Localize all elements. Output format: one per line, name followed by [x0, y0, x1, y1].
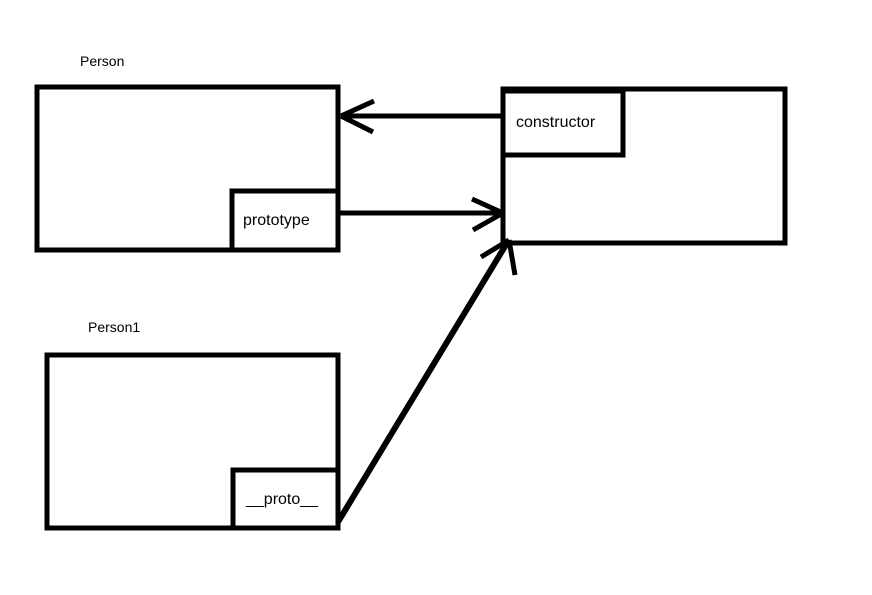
person1-proto-slot-label: __proto__	[246, 491, 319, 508]
edge-prototype-to-prototype-object-arrowhead-upper	[470, 196, 505, 216]
edge-constructor-to-person-arrowhead-lower	[339, 113, 375, 135]
edge-prototype-to-prototype-object-arrowhead-lower	[471, 210, 505, 233]
prototype-object-box-outline	[500, 86, 788, 246]
person1-proto-slot-outline[interactable]	[230, 467, 341, 531]
edge-proto-to-prototype-object-line	[335, 241, 510, 524]
person-object-title: Person	[80, 53, 125, 69]
person-prototype-slot-outline[interactable]	[229, 188, 341, 253]
person-box-outline	[34, 84, 341, 253]
node-person1[interactable]	[44, 352, 341, 531]
prototype-object-constructor-slot-outline[interactable]	[500, 88, 626, 158]
person-prototype-slot-label: prototype	[243, 212, 310, 229]
prototype-object-constructor-slot-label: constructor	[516, 114, 596, 131]
node-person[interactable]	[34, 84, 341, 253]
node-prototype-object[interactable]	[500, 86, 788, 246]
edge-constructor-to-person-arrowhead-upper	[339, 98, 376, 119]
person1-box-outline	[44, 352, 341, 531]
edge-proto-to-prototype-object-arrowhead-right	[506, 239, 518, 276]
edge-proto-to-prototype-object-arrowhead-left	[479, 237, 511, 260]
edge-proto-to-prototype-object[interactable]	[335, 237, 518, 524]
edge-prototype-to-prototype-object[interactable]	[340, 196, 505, 233]
edge-constructor-to-person[interactable]	[339, 98, 505, 135]
person1-object-title: Person1	[88, 319, 141, 335]
